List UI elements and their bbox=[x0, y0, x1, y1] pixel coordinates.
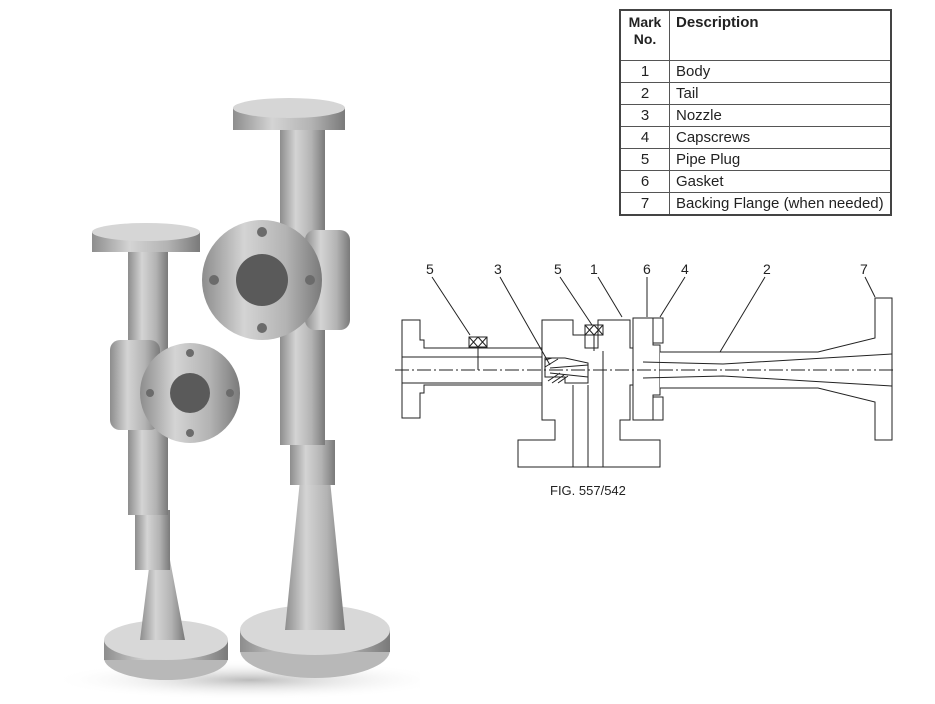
callout-4: 4 bbox=[681, 261, 689, 277]
ejector-product-photo bbox=[50, 98, 420, 700]
mark-cell: 5 bbox=[619, 148, 670, 171]
description-cell: Backing Flange (when needed) bbox=[668, 192, 892, 216]
description-cell: Body bbox=[668, 60, 892, 83]
figure-caption: FIG. 557/542 bbox=[550, 483, 626, 498]
mark-cell: 2 bbox=[619, 82, 670, 105]
header-description: Description bbox=[668, 9, 892, 61]
cross-section-drawing: 5 3 5 1 6 4 2 7 FIG. 557/542 bbox=[395, 261, 895, 498]
description-cell: Pipe Plug bbox=[668, 148, 892, 171]
callout-5a: 5 bbox=[426, 261, 434, 277]
description-cell: Tail bbox=[668, 82, 892, 105]
callout-5b: 5 bbox=[554, 261, 562, 277]
mark-cell: 7 bbox=[619, 192, 670, 216]
header-mark-line2: No. bbox=[633, 31, 657, 47]
callout-2: 2 bbox=[763, 261, 771, 277]
short-ejector bbox=[92, 223, 240, 680]
callout-1: 1 bbox=[590, 261, 598, 277]
header-mark-line1: Mark bbox=[628, 14, 662, 30]
mark-cell: 4 bbox=[619, 126, 670, 149]
mark-cell: 3 bbox=[619, 104, 670, 127]
description-cell: Capscrews bbox=[668, 126, 892, 149]
callout-7: 7 bbox=[860, 261, 868, 277]
description-cell: Gasket bbox=[668, 170, 892, 193]
tall-ejector bbox=[202, 98, 390, 678]
description-cell: Nozzle bbox=[668, 104, 892, 127]
callout-3: 3 bbox=[494, 261, 502, 277]
mark-cell: 6 bbox=[619, 170, 670, 193]
mark-cell: 1 bbox=[619, 60, 670, 83]
callout-6: 6 bbox=[643, 261, 651, 277]
